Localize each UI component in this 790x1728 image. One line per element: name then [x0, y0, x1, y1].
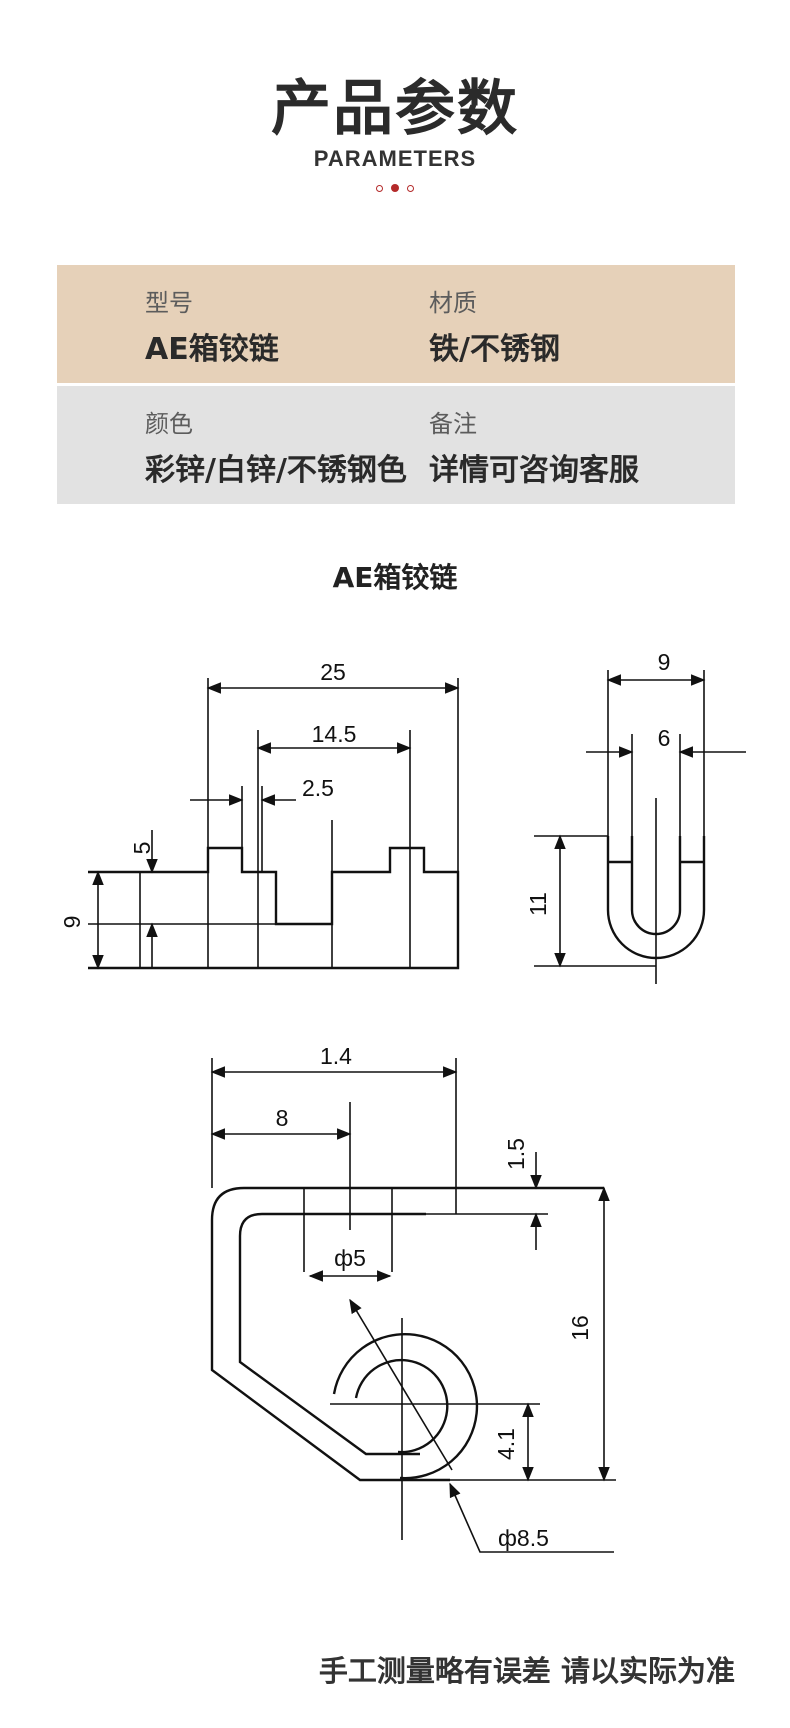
dim-16: 16: [567, 1315, 593, 1341]
param-label: 备注: [429, 410, 477, 438]
param-remark: 备注 详情可咨询客服: [429, 404, 639, 489]
param-color: 颜色 彩锌/白锌/不锈钢色: [145, 404, 407, 489]
dim-9-left: 9: [59, 916, 85, 929]
front-view: 25 14.5 2.5 5 9: [59, 659, 460, 970]
param-material: 材质 铁/不锈钢: [429, 283, 560, 368]
dim-1-5: 1.5: [503, 1138, 529, 1170]
param-value: 铁/不锈钢: [429, 332, 560, 367]
dim-6: 6: [658, 725, 671, 751]
dot-icon: [376, 184, 383, 192]
drawing-title: AE箱铰链: [332, 561, 458, 594]
page-title: 产品参数: [271, 74, 519, 144]
dim-phi5: ф5: [334, 1245, 366, 1271]
dim-8: 8: [276, 1105, 289, 1131]
param-value: AE箱铰链: [145, 332, 279, 367]
dim-2-5: 2.5: [302, 775, 334, 801]
dot-icon: [391, 184, 399, 192]
dim-4-1: 4.1: [493, 1428, 519, 1460]
dim-25: 25: [320, 659, 346, 685]
page-subtitle: PARAMETERS: [313, 146, 477, 171]
dim-5: 5: [129, 842, 155, 855]
param-label: 型号: [145, 289, 193, 317]
param-model: 型号 AE箱铰链: [145, 283, 279, 368]
footer-note: 手工测量略有误差 请以实际为准: [318, 1654, 735, 1688]
dim-9-right: 9: [658, 649, 671, 675]
dim-14-5: 14.5: [312, 721, 357, 747]
param-label: 材质: [429, 289, 477, 317]
params-row-2: 颜色 彩锌/白锌/不锈钢色 备注 详情可咨询客服: [57, 386, 735, 504]
dim-11: 11: [525, 892, 551, 916]
dot-icon: [407, 184, 414, 192]
dim-1-4: 1.4: [320, 1043, 352, 1069]
side-view: 9 6 11: [525, 649, 746, 984]
decorative-dots: [0, 184, 790, 192]
param-label: 颜色: [145, 410, 193, 438]
param-value: 详情可咨询客服: [429, 453, 639, 488]
dim-phi8-5: ф8.5: [498, 1525, 549, 1551]
bottom-view: 1.4 8 ф5 1.5 16 4.1 ф8.5: [210, 1043, 616, 1553]
param-value: 彩锌/白锌/不锈钢色: [145, 453, 407, 488]
params-row-1: 型号 AE箱铰链 材质 铁/不锈钢: [57, 265, 735, 383]
